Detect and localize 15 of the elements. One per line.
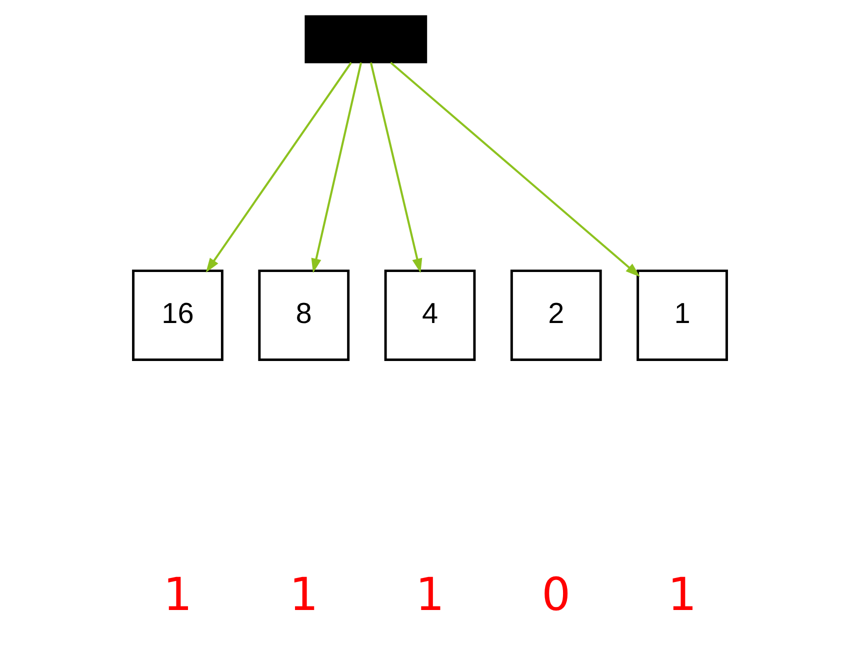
arrow <box>311 62 362 274</box>
arrow <box>370 62 422 274</box>
node-box: 2 <box>510 270 602 361</box>
arrow <box>206 62 352 273</box>
label: 1 <box>289 568 318 622</box>
node-box: 8 <box>258 270 350 361</box>
node-box: 1 <box>636 270 728 361</box>
node-box: 16 <box>132 270 224 361</box>
label: 1 <box>163 568 192 622</box>
arrow <box>390 62 640 277</box>
label: 1 <box>668 568 697 622</box>
label: 0 <box>542 568 571 622</box>
node-box: 4 <box>384 270 476 361</box>
label: 1 <box>416 568 444 622</box>
node-box <box>304 15 428 64</box>
